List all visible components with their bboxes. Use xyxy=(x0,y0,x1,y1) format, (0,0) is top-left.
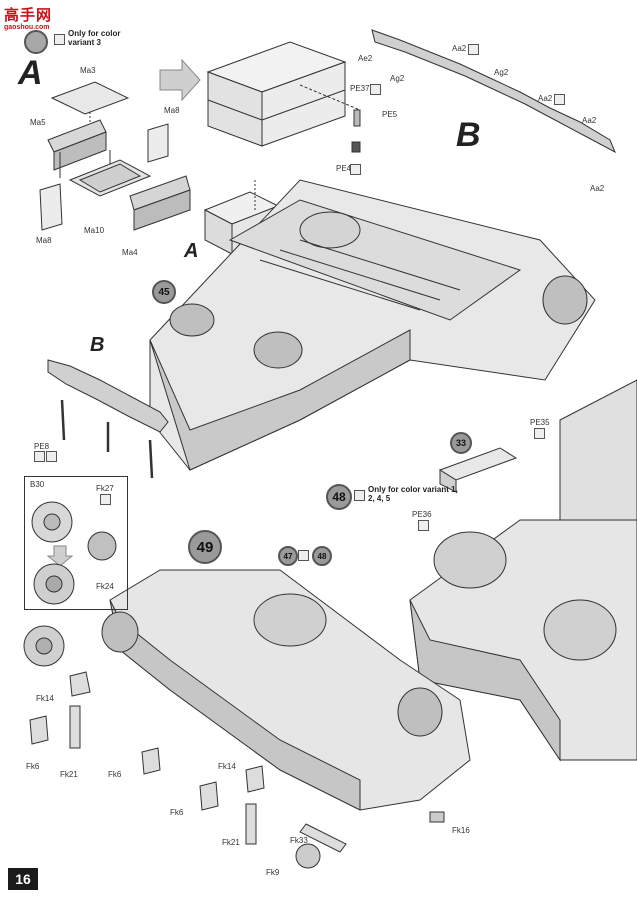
label-ag2-left: Ag2 xyxy=(390,74,405,83)
label-fk21-left: Fk21 xyxy=(60,770,78,779)
step-48-ref: 48 xyxy=(312,546,332,566)
step-45-circle: 45 xyxy=(152,280,176,304)
label-aa2-top: Aa2 xyxy=(452,44,467,53)
label-fk9: Fk9 xyxy=(266,868,280,877)
label-fk14-left: Fk14 xyxy=(36,694,54,703)
part-ma8-right xyxy=(147,123,169,163)
section-b-marker: B xyxy=(90,334,105,356)
label-ma4: Ma4 xyxy=(122,248,138,257)
part-ma8-left xyxy=(39,183,63,231)
track-links-b-top xyxy=(371,29,616,154)
paint-icon xyxy=(354,490,365,501)
photo-etch-icon xyxy=(370,84,381,95)
label-ma8-left: Ma8 xyxy=(36,236,52,245)
part-ma10 xyxy=(68,159,152,197)
photo-etch-icon xyxy=(350,164,361,175)
label-aa2-bottom: Aa2 xyxy=(590,184,605,193)
step-48-circle: 48 xyxy=(326,484,352,510)
step-49-circle: 49 xyxy=(188,530,222,564)
label-fk21-right: Fk21 xyxy=(222,838,240,847)
step-47-ref: 47 xyxy=(278,546,298,566)
label-fk14-right: Fk14 xyxy=(218,762,236,771)
detail-inset xyxy=(24,476,128,610)
label-aa2-right: Aa2 xyxy=(582,116,597,125)
hull-upper xyxy=(149,179,596,471)
track-links-b-left xyxy=(47,359,169,433)
section-a-title: A xyxy=(18,54,43,92)
section-b-title: B xyxy=(456,116,481,154)
label-ma3: Ma3 xyxy=(80,66,96,75)
label-fk16: Fk16 xyxy=(452,826,470,835)
page-number: 16 xyxy=(8,868,38,890)
quantity-icon xyxy=(34,451,45,462)
label-pe36: PE36 xyxy=(412,510,432,519)
paint-icon xyxy=(298,550,309,561)
label-aa2-mid: Aa2 xyxy=(538,94,553,103)
quantity-icon xyxy=(554,94,565,105)
step-33-ref: 33 xyxy=(450,432,472,454)
assembled-ammo-box xyxy=(206,41,347,147)
hull-right xyxy=(409,379,637,762)
label-pe8: PE8 xyxy=(34,442,50,451)
photo-etch-icon xyxy=(534,428,545,439)
part-ma4 xyxy=(129,175,191,231)
watermark-url: gaoshou.com xyxy=(4,24,50,31)
label-ae2: Ae2 xyxy=(358,54,373,63)
label-b30: B30 xyxy=(30,480,45,489)
paint-icon xyxy=(54,34,65,45)
label-fk33: Fk33 xyxy=(290,836,308,845)
photo-etch-icon xyxy=(46,451,57,462)
label-fk6-left: Fk6 xyxy=(26,762,40,771)
label-ma5: Ma5 xyxy=(30,118,46,127)
part-ma3 xyxy=(50,81,130,115)
quantity-icon xyxy=(100,494,111,505)
hull-lower xyxy=(23,569,471,811)
step-47-circle xyxy=(24,30,48,54)
photo-etch-icon xyxy=(418,520,429,531)
quantity-icon xyxy=(468,44,479,55)
label-ma10: Ma10 xyxy=(84,226,105,235)
label-ag2-right: Ag2 xyxy=(494,68,509,77)
label-pe37: PE37 xyxy=(350,84,370,93)
label-fk6-right: Fk6 xyxy=(170,808,184,817)
label-fk27: Fk27 xyxy=(96,484,114,493)
part-ma5 xyxy=(47,119,107,171)
label-pe5: PE5 xyxy=(382,110,398,119)
label-pe35: PE35 xyxy=(530,418,550,427)
watermark-logo: 高手网 xyxy=(4,7,53,24)
label-fk6-mid: Fk6 xyxy=(108,770,122,779)
label-pe4: PE4 xyxy=(336,164,352,173)
section-a-marker: A xyxy=(184,240,199,262)
label-ma8-right: Ma8 xyxy=(164,106,180,115)
label-fk24: Fk24 xyxy=(96,582,114,591)
step-48-note: Only for color variant 1, 2, 4, 5 xyxy=(368,485,458,503)
step-47-note: Only for color variant 3 xyxy=(68,29,121,47)
